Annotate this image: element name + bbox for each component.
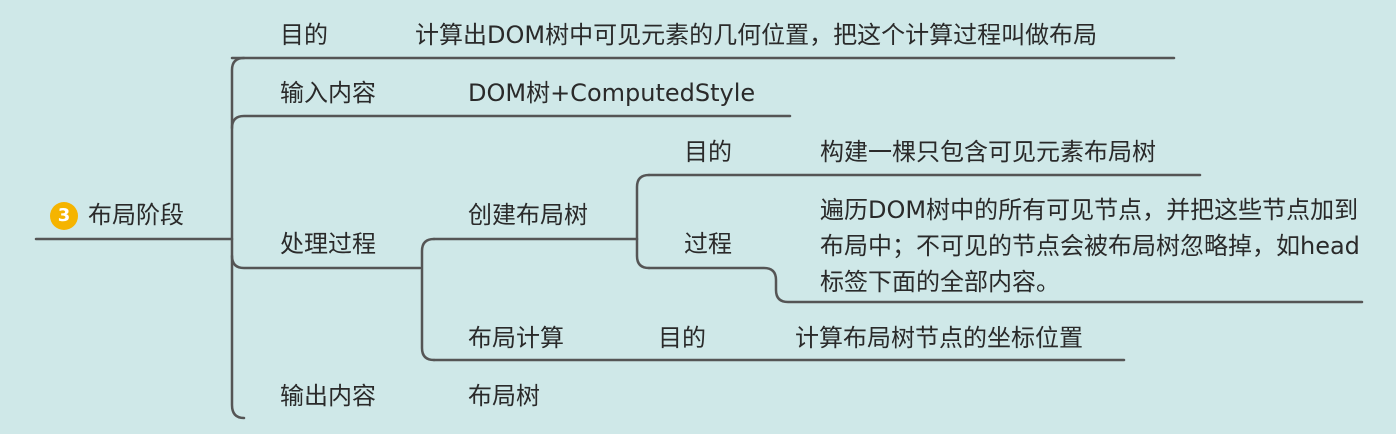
layout-calc-label: 布局计算 [468, 324, 564, 352]
output-label: 输出内容 [280, 382, 376, 410]
process-label: 处理过程 [280, 230, 376, 258]
layout-calc-purpose-label: 目的 [658, 324, 706, 352]
process-spine [420, 237, 436, 362]
input-value: DOM树+ComputedStyle [468, 79, 756, 107]
root-label: 布局阶段 [88, 201, 184, 229]
input-line [230, 114, 792, 130]
create-purpose-value: 构建一棵只包含可见元素布局树 [820, 138, 1156, 166]
create-tree-label: 创建布局树 [468, 201, 588, 229]
output-value: 布局树 [468, 382, 540, 410]
spine [230, 56, 246, 420]
create-process-value: 遍历DOM树中的所有可见节点，并把这些节点加到布局中；不可见的节点会被布局树忽略… [820, 196, 1360, 296]
create-process-line [647, 266, 1364, 304]
purpose-label: 目的 [280, 21, 328, 49]
root-number-badge: 3 [50, 202, 78, 230]
create-spine [635, 173, 651, 270]
create-process-label: 过程 [684, 230, 732, 258]
create-purpose-label: 目的 [684, 138, 732, 166]
purpose-value: 计算出DOM树中可见元素的几何位置，把这个计算过程叫做布局 [415, 21, 1098, 49]
layout-calc-purpose-value: 计算布局树节点的坐标位置 [795, 324, 1083, 352]
process-line [230, 254, 422, 270]
input-label: 输入内容 [280, 79, 376, 107]
